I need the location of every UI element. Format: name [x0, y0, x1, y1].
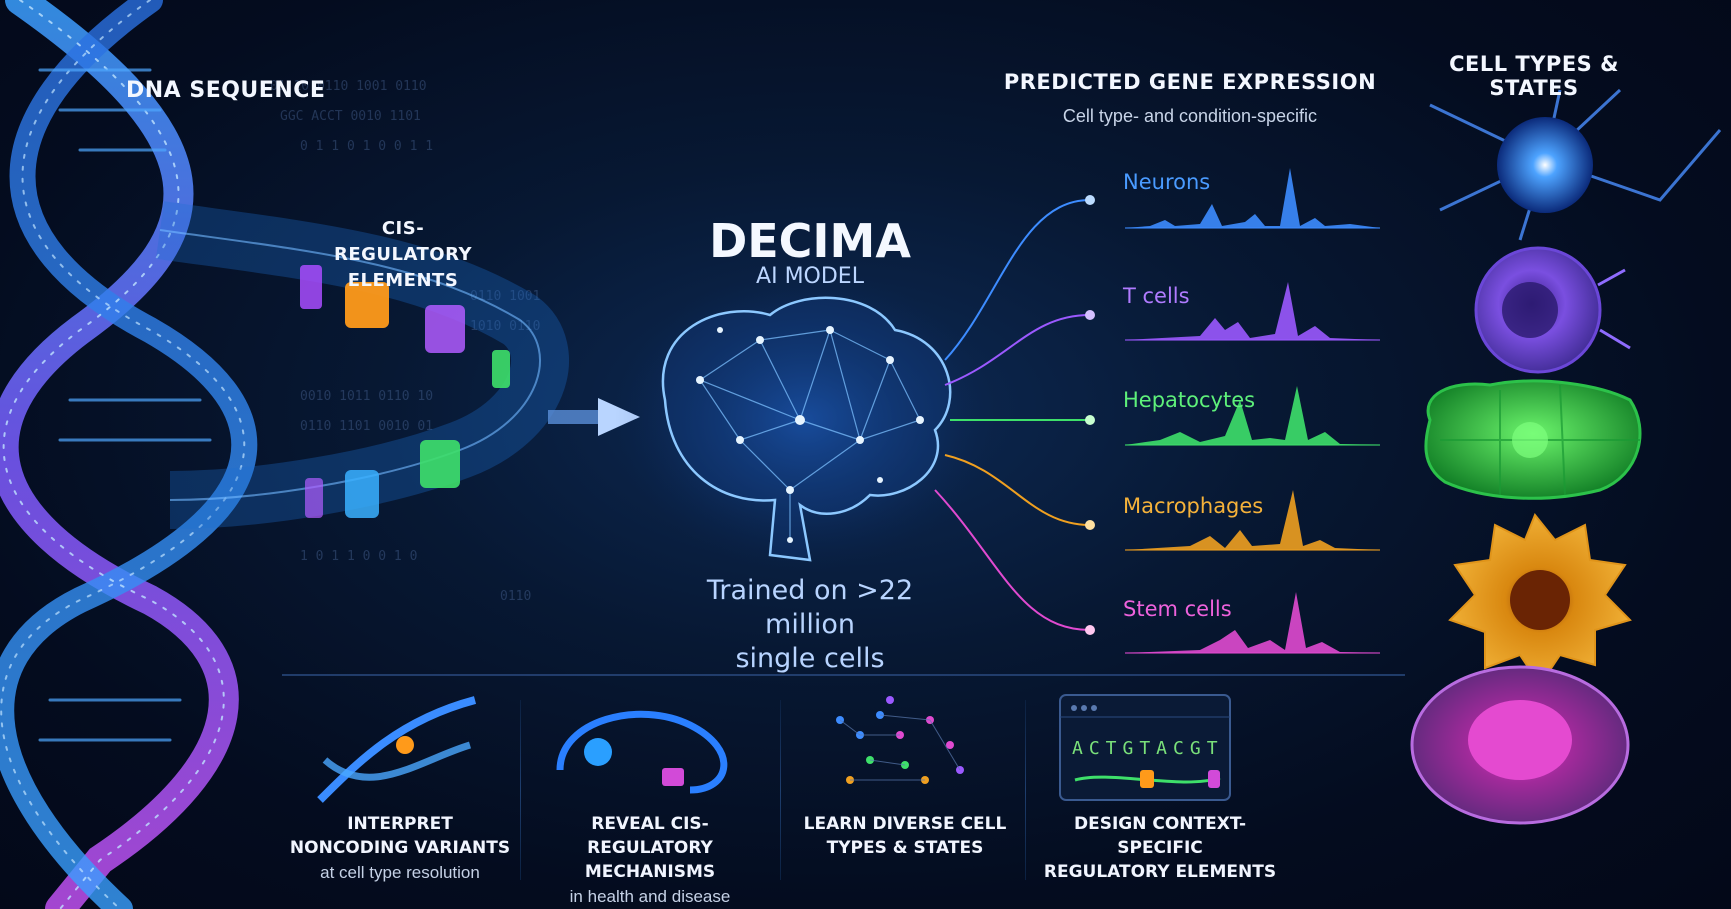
expression-subtitle: Cell type- and condition-specific: [1062, 106, 1318, 126]
expression-title: PREDICTED GENE EXPRESSION: [1003, 70, 1377, 94]
dna-sequence-title: DNA SEQUENCE: [126, 78, 326, 103]
expression-track-macrophages: [1125, 490, 1380, 551]
feature-subtext: at cell type resolution: [320, 863, 480, 882]
feature-design-elements: DESIGN CONTEXT-SPECIFIC REGULATORY ELEME…: [1035, 812, 1285, 884]
svg-text:0110: 0110: [500, 589, 531, 604]
chromatin-loop-icon: [556, 710, 728, 794]
dna-helix-icon: [0, 0, 258, 909]
model-subtitle: AI MODEL: [756, 264, 864, 289]
svg-text:GGC ACCT 0010 1101: GGC ACCT 0010 1101: [280, 109, 421, 124]
svg-text:0 1 1 0 1 0 0 1 1: 0 1 1 0 1 0 0 1 1: [300, 139, 433, 154]
feature-heading-line2: TYPES & STATES: [826, 838, 984, 858]
training-note: Trained on >22 million single cells: [660, 574, 960, 676]
expression-track-hepatocytes: [1125, 386, 1380, 446]
svg-text:01 10 0110 1001 0110: 01 10 0110 1001 0110: [270, 79, 427, 94]
brain-network-icon: [615, 270, 995, 570]
output-connectors: [934, 195, 1095, 635]
expression-track-t-cells: [1125, 282, 1380, 341]
track-label-hepatocytes: Hepatocytes: [1123, 388, 1256, 412]
track-label-neurons: Neurons: [1123, 170, 1211, 194]
training-note-line2: single cells: [735, 643, 885, 674]
feature-interpret-variants: INTERPRET NONCODING VARIANTS at cell typ…: [285, 812, 515, 883]
feature-heading-line1: DESIGN CONTEXT-SPECIFIC: [1073, 814, 1247, 858]
svg-text:0110 1101 0010 01: 0110 1101 0010 01: [300, 419, 433, 434]
feature-heading-line1: REVEAL CIS-REGULATORY: [587, 814, 713, 858]
feature-divider: [780, 700, 781, 880]
expression-track-stem-cells: [1125, 592, 1380, 654]
design-sequence-text: ACTGTACGT: [1072, 738, 1224, 759]
track-label-t-cells: T cells: [1123, 284, 1190, 308]
svg-text:0010 1011 0110 10: 0010 1011 0110 10: [300, 389, 433, 404]
track-label-macrophages: Macrophages: [1123, 494, 1264, 518]
macrophage-cell-icon: [1448, 513, 1632, 687]
svg-text:1 0 1 1 0 0 1 0: 1 0 1 1 0 0 1 0: [300, 549, 417, 564]
feature-divider: [520, 700, 521, 880]
neuron-cell-icon: [1429, 88, 1722, 241]
feature-reveal-mechanisms: REVEAL CIS-REGULATORY MECHANISMS in heal…: [530, 812, 770, 907]
hepatocyte-cell-icon: [1424, 379, 1642, 500]
feature-heading-line1: INTERPRET: [347, 814, 453, 834]
cre-title-line1: CIS-REGULATORY: [333, 218, 473, 265]
code-texture: 01 10 0110 1001 0110 GGC ACCT 0010 1101 …: [270, 79, 540, 604]
feature-heading-line2: NONCODING VARIANTS: [289, 838, 511, 858]
dna-variant-icon: [317, 696, 477, 803]
svg-text:0110 1001: 0110 1001: [470, 289, 540, 304]
cell-types-title: CELL TYPES & STATES: [1449, 52, 1619, 100]
feature-subtext: in health and disease: [569, 887, 731, 906]
t-cell-icon: [1474, 246, 1631, 374]
training-note-line1: Trained on >22 million: [706, 575, 914, 640]
cre-element-blocks: [300, 265, 510, 518]
cell-network-icon: [836, 696, 964, 784]
feature-divider: [1025, 700, 1026, 880]
cre-title: CIS-REGULATORY ELEMENTS: [330, 216, 476, 294]
cre-title-line2: ELEMENTS: [347, 270, 459, 291]
feature-heading-line2: MECHANISMS: [584, 862, 716, 882]
feature-heading-line1: LEARN DIVERSE CELL: [803, 814, 1007, 834]
feature-learn-cell-types: LEARN DIVERSE CELL TYPES & STATES: [790, 812, 1020, 860]
track-label-stem-cells: Stem cells: [1123, 597, 1232, 621]
feature-heading-line2: REGULATORY ELEMENTS: [1043, 862, 1277, 882]
expression-track-neurons: [1125, 168, 1380, 229]
stem-cell-icon: [1410, 665, 1630, 825]
design-window-icon: [1059, 694, 1231, 801]
model-name: DECIMA: [709, 214, 911, 268]
